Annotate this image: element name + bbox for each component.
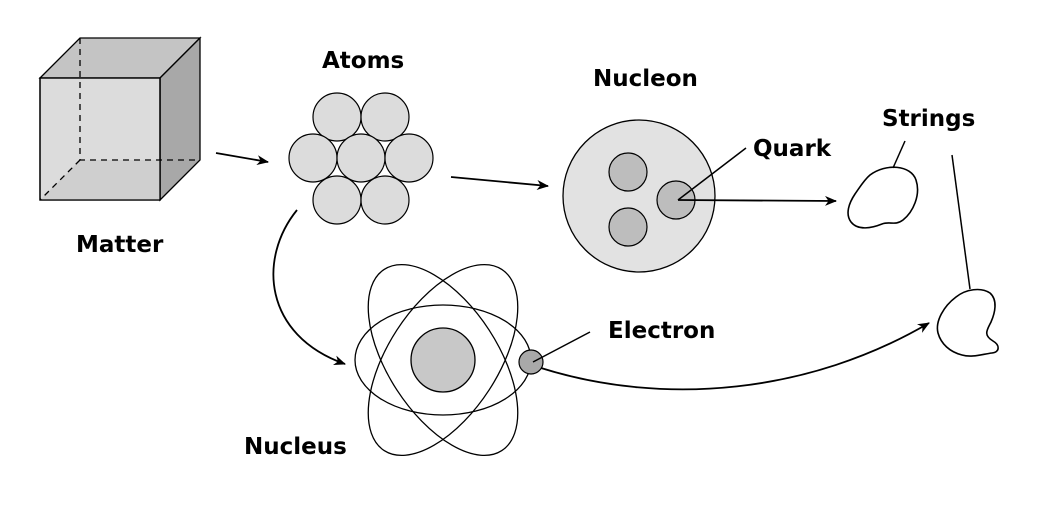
quark-particle (608, 152, 648, 192)
atom (384, 133, 434, 183)
string-loop-small (847, 166, 919, 229)
arrow-matter-to-atoms (215, 152, 269, 166)
cube-hidden-diagonal (39, 159, 81, 201)
atom (336, 133, 386, 183)
label-electron: Electron (608, 318, 715, 344)
nucleon-body (562, 119, 716, 273)
electron-particle (518, 349, 544, 375)
quark-particle (608, 207, 648, 247)
arrow-atoms-to-nucleus (272, 209, 346, 366)
cube-front-outline (39, 77, 161, 201)
atom (312, 92, 362, 142)
atom (360, 175, 410, 225)
arrow-electron-to-string (540, 322, 930, 391)
nucleon (562, 119, 716, 273)
string-pointer-small (892, 140, 906, 169)
atoms-cluster (288, 92, 434, 225)
label-quark: Quark (753, 136, 832, 162)
label-strings: Strings (882, 106, 975, 132)
label-nucleus: Nucleus (244, 434, 347, 460)
quark-pointer-line (677, 147, 747, 201)
nucleus-core (410, 327, 476, 393)
orbit-tilted-left (367, 263, 519, 457)
string-pointer-large (951, 154, 971, 290)
matter-cube (38, 36, 202, 202)
orbit-tilted-right (367, 263, 519, 457)
arrow-quark-to-string (677, 195, 837, 206)
label-nucleon: Nucleon (593, 66, 698, 92)
string-loop-large (936, 288, 999, 357)
label-atoms: Atoms (322, 48, 404, 74)
arrow-atoms-to-nucleon (450, 176, 549, 190)
atom (288, 133, 338, 183)
label-matter: Matter (76, 232, 164, 258)
atom-model (354, 263, 532, 457)
electron-pointer-line (532, 331, 591, 363)
atom (312, 175, 362, 225)
atom (360, 92, 410, 142)
